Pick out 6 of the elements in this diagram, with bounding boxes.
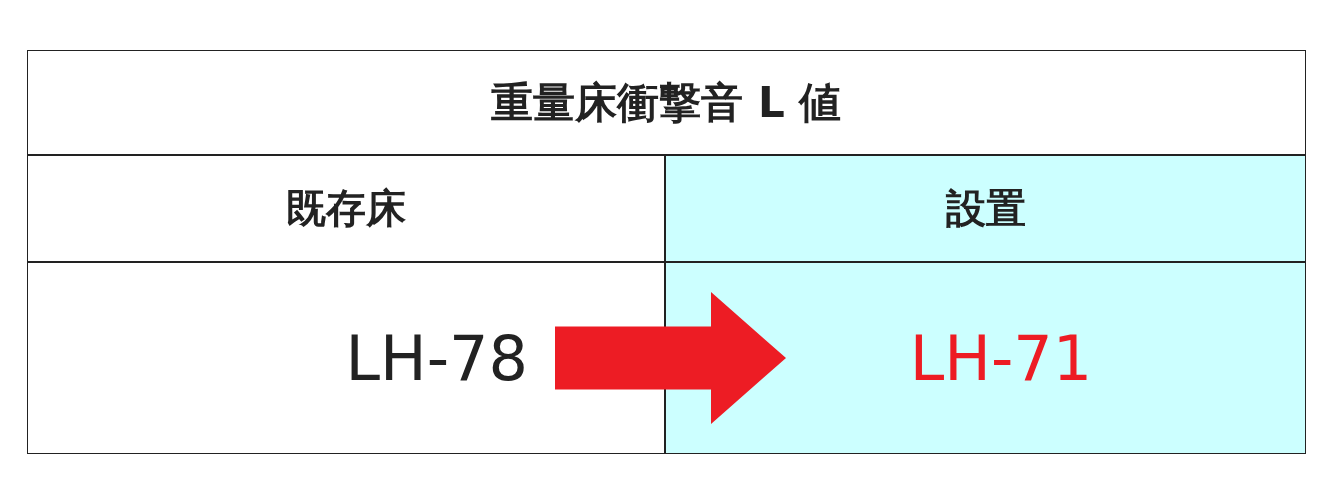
value-text: LH-71: [786, 303, 1216, 413]
header-text: 既存床: [285, 184, 407, 233]
header-text: 重量床衝撃音 L 値: [490, 76, 843, 129]
arrow: [555, 292, 786, 424]
header-text: 設置: [944, 184, 1027, 233]
value-text: LH-78: [228, 303, 528, 413]
